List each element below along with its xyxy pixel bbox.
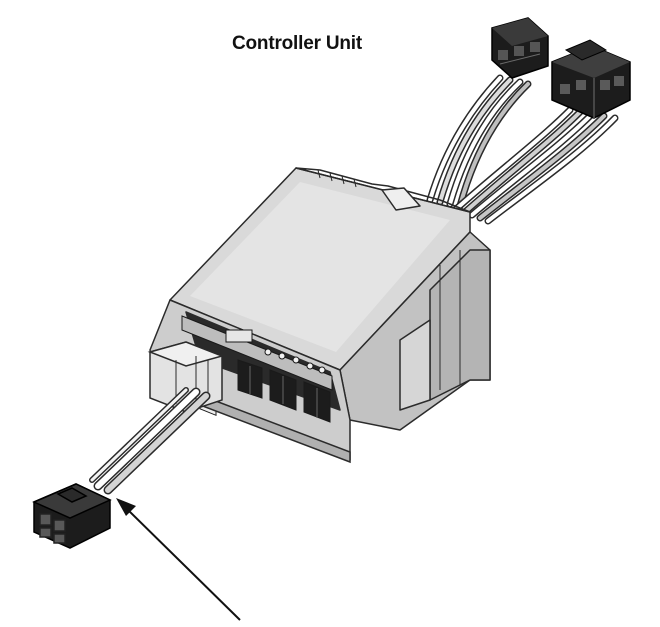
side-cable [89,387,211,495]
top-connector-double [551,39,631,119]
top-cable-bundle [426,74,619,225]
bottom-connector [32,483,112,549]
top-connector-single [491,17,549,79]
figure-title: Controller Unit [232,33,362,54]
controller-housing [149,167,491,461]
pointer-arrow [116,498,241,621]
